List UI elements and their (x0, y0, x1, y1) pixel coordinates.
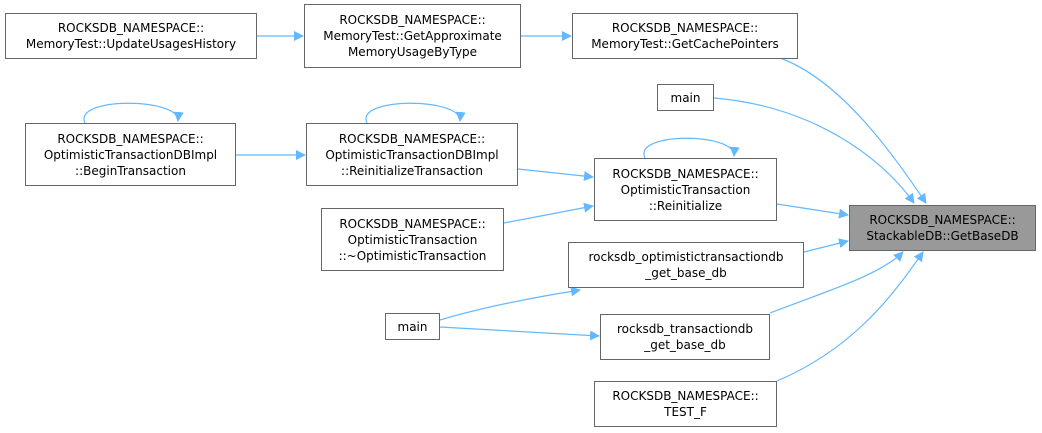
node-line: rocksdb_transactiondb (616, 322, 754, 336)
node-line: OptimisticTransactionDBImpl (43, 147, 218, 162)
node-line: OptimisticTransaction (347, 232, 478, 247)
edge-reinit-txn-to-reinitialize (517, 168, 594, 182)
node-line: TEST_F (664, 405, 707, 419)
node-line: StackableDB::GetBaseDB (866, 229, 1019, 243)
node-line: MemoryUsageByType (347, 45, 478, 59)
node-line: OptimisticTransaction (620, 182, 751, 197)
node-line: ROCKSDB_NAMESPACE:: (612, 166, 759, 181)
node-line: ROCKSDB_NAMESPACE:: (57, 131, 204, 146)
node-line: OptimisticTransactionDBImpl (325, 147, 499, 162)
node-line: MemoryTest::GetCachePointers (591, 37, 779, 51)
edge-main2-to-opt-get-base (439, 286, 581, 321)
node-line: MemoryTest::GetApproximate (323, 29, 502, 43)
node-optimistic-transaction-destructor[interactable]: ROCKSDB_NAMESPACE:: OptimisticTransactio… (321, 208, 504, 271)
edge-test-f-to-target (776, 251, 924, 382)
edge-reinitialize-self-loop (643, 137, 740, 159)
node-test-f[interactable]: ROCKSDB_NAMESPACE:: TEST_F (594, 381, 777, 427)
node-main-bottom[interactable]: main (385, 313, 440, 340)
node-line: rocksdb_optimistictransactiondb (588, 250, 784, 264)
edge-main1-to-target (713, 97, 915, 204)
node-line: ROCKSDB_NAMESPACE:: (612, 389, 759, 403)
node-line: main (670, 90, 701, 105)
node-line: ROCKSDB_NAMESPACE:: (339, 216, 486, 231)
node-optimistictransactiondb-get-base-db[interactable]: rocksdb_optimistictransactiondb _get_bas… (568, 242, 804, 288)
node-line: ROCKSDB_NAMESPACE:: (57, 21, 205, 35)
edge-reinitialize-to-target (776, 203, 849, 219)
node-transactiondb-get-base-db[interactable]: rocksdb_transactiondb _get_base_db (600, 314, 770, 360)
edge-txn-get-base-to-target (769, 251, 904, 314)
node-begin-transaction[interactable]: ROCKSDB_NAMESPACE:: OptimisticTransactio… (25, 123, 236, 186)
node-update-usages-history[interactable]: ROCKSDB_NAMESPACE:: MemoryTest::UpdateUs… (5, 13, 257, 59)
node-line: _get_base_db (645, 266, 727, 280)
node-get-cache-pointers[interactable]: ROCKSDB_NAMESPACE:: MemoryTest::GetCache… (572, 13, 798, 59)
edge-main2-to-txn-get-base (439, 326, 600, 341)
edge-begin-txn-self-loop (83, 102, 184, 124)
node-line: ROCKSDB_NAMESPACE:: (869, 213, 1016, 227)
node-line: ::ReinitializeTransaction (341, 163, 483, 178)
edge-get-cache-ptrs-to-target (779, 57, 927, 204)
node-line: ROCKSDB_NAMESPACE:: (339, 13, 486, 27)
node-main-top[interactable]: main (657, 84, 714, 111)
node-reinitialize-transaction[interactable]: ROCKSDB_NAMESPACE:: OptimisticTransactio… (306, 123, 518, 186)
edge-opt-get-base-to-target (803, 238, 849, 253)
node-line: main (397, 319, 428, 334)
node-line: ROCKSDB_NAMESPACE:: (611, 21, 759, 35)
node-line: MemoryTest::UpdateUsagesHistory (25, 37, 237, 51)
node-line: ::BeginTransaction (75, 163, 186, 178)
edge-dtor-to-reinitialize (503, 202, 594, 224)
node-optimistic-transaction-reinitialize[interactable]: ROCKSDB_NAMESPACE:: OptimisticTransactio… (594, 158, 777, 221)
node-line: ROCKSDB_NAMESPACE:: (338, 131, 486, 146)
node-line: ::~OptimisticTransaction (338, 248, 487, 263)
edge-reinit-txn-self-loop (365, 102, 466, 124)
node-line: ::Reinitialize (648, 198, 723, 213)
node-stackabledb-get-base-db: ROCKSDB_NAMESPACE:: StackableDB::GetBase… (849, 205, 1036, 251)
node-get-approximate-memory-usage[interactable]: ROCKSDB_NAMESPACE:: MemoryTest::GetAppro… (304, 4, 521, 68)
node-line: _get_base_db (644, 338, 726, 352)
